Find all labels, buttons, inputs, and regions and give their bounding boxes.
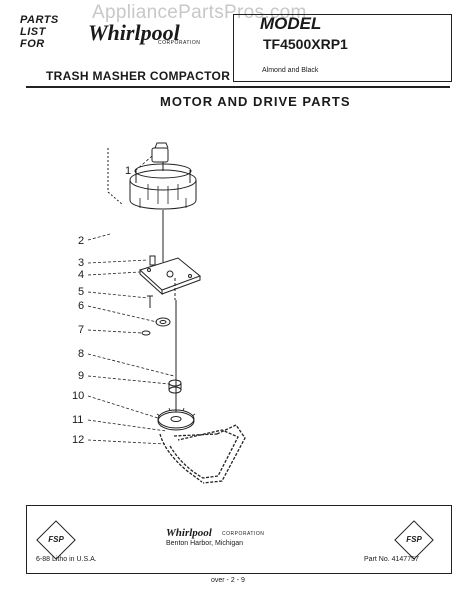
- callout-11: 11: [72, 414, 83, 426]
- part-number: Part No. 4147757: [364, 556, 419, 563]
- list-word: LIST: [20, 26, 46, 38]
- callout-10: 10: [72, 390, 84, 402]
- grommet-drawing: [149, 255, 156, 266]
- callout-leaders: [87, 155, 175, 445]
- brand-logo: Whirlpool: [88, 20, 180, 45]
- callout-6: 6: [78, 300, 84, 312]
- watermark: AppliancePartsPros.com: [92, 2, 307, 23]
- model-number: TF4500XRP1: [263, 36, 348, 52]
- callout-5: 5: [78, 286, 84, 298]
- print-note: 6-88 Litho in U.S.A.: [36, 556, 97, 563]
- header-divider: [26, 86, 450, 88]
- parts-list-for-label: PARTS LIST FOR: [20, 14, 59, 50]
- callout-8: 8: [78, 348, 84, 360]
- parts-word: PARTS: [20, 14, 59, 26]
- for-word: FOR: [20, 38, 45, 50]
- brand-corporation: CORPORATION: [158, 40, 201, 46]
- bearing-drawing: [168, 379, 182, 394]
- footer-box: [26, 505, 452, 574]
- model-label: MODEL: [260, 14, 322, 33]
- callout-3: 3: [78, 257, 84, 269]
- model-box: [233, 14, 452, 82]
- callout-9: 9: [78, 370, 84, 382]
- footer-brand: Whirlpool: [166, 527, 212, 539]
- footer-corporation: CORPORATION: [222, 531, 265, 537]
- motor-drawing: [107, 142, 197, 262]
- mounting-plate-drawing: [139, 257, 201, 296]
- callout-2: 2: [78, 235, 84, 247]
- fsp-label-left: FSP: [48, 535, 64, 544]
- callout-1: 1: [125, 165, 131, 177]
- callout-4: 4: [78, 269, 84, 281]
- product-title: TRASH MASHER COMPACTOR: [46, 69, 231, 83]
- fsp-label-right: FSP: [406, 535, 422, 544]
- model-color: Almond and Black: [262, 67, 319, 74]
- callout-7: 7: [78, 324, 84, 336]
- sprocket-drawing: [156, 407, 196, 431]
- small-hardware-drawing: [141, 278, 176, 336]
- chain-drawing: [159, 424, 246, 484]
- section-title: MOTOR AND DRIVE PARTS: [160, 94, 351, 109]
- bottom-note: over - 2 - 9: [211, 577, 245, 584]
- footer-city: Benton Harbor, Michigan: [166, 540, 244, 547]
- callout-12: 12: [72, 434, 84, 446]
